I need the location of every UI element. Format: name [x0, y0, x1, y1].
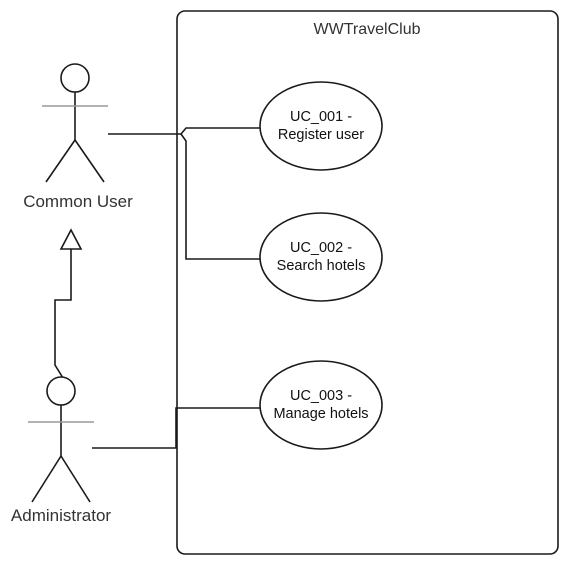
system-title: WWTravelClub — [314, 21, 421, 38]
actor-left-leg — [45, 139, 76, 183]
use-case-register-user: UC_001 - Register user — [259, 81, 383, 171]
use-case-ellipse — [259, 360, 383, 450]
use-case-id: UC_002 - — [290, 240, 352, 256]
use-case-ellipse — [259, 81, 383, 171]
use-case-name: Manage hotels — [273, 406, 368, 422]
use-case-name: Register user — [278, 127, 364, 143]
use-case-ellipse — [259, 212, 383, 302]
association-common-user-register — [108, 127, 262, 135]
generalization-line — [54, 249, 72, 379]
association-administrator-manage — [92, 407, 262, 449]
use-case-name: Search hotels — [277, 258, 366, 274]
actor-label-administrator: Administrator — [11, 506, 111, 525]
use-case-manage-hotels: UC_003 - Manage hotels — [259, 360, 383, 450]
actor-right-leg — [60, 455, 91, 503]
actor-label-common-user: Common User — [23, 192, 133, 211]
actor-right-leg — [74, 139, 105, 183]
actor-administrator: Administrator — [11, 376, 111, 525]
use-case-id: UC_001 - — [290, 109, 352, 125]
actor-common-user: Common User — [23, 63, 133, 211]
association-common-user-search — [180, 133, 262, 260]
generalization-arrowhead — [59, 228, 83, 250]
actor-left-leg — [31, 455, 62, 503]
use-case-id: UC_003 - — [290, 388, 352, 404]
use-case-search-hotels: UC_002 - Search hotels — [259, 212, 383, 302]
actor-head — [46, 376, 76, 406]
actor-head — [60, 63, 90, 93]
